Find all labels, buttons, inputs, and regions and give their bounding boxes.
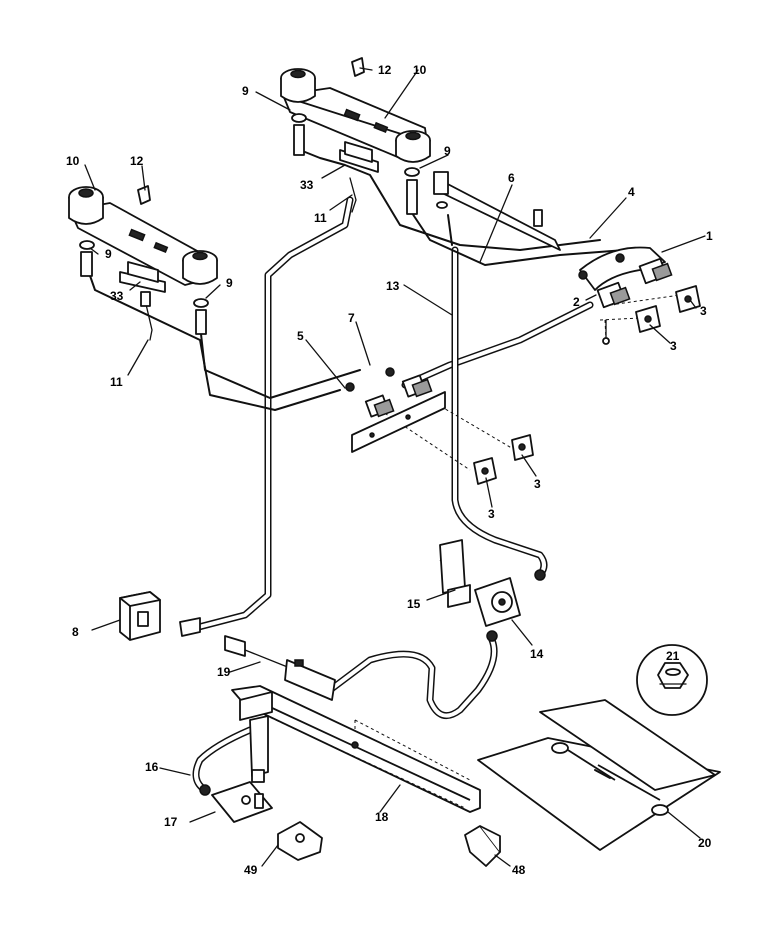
oven-igniter bbox=[224, 635, 336, 701]
callout-33: 33 bbox=[110, 289, 124, 303]
callout-3: 3 bbox=[700, 304, 707, 318]
callout-33: 33 bbox=[300, 178, 314, 192]
callout-13: 13 bbox=[386, 279, 400, 293]
callout-4: 4 bbox=[628, 185, 635, 199]
callout-labels: 12 10 9 9 33 11 10 12 9 9 33 11 6 4 1 2 … bbox=[66, 63, 713, 877]
callout-16: 16 bbox=[145, 760, 159, 774]
callout-3: 3 bbox=[488, 507, 495, 521]
callout-48: 48 bbox=[512, 863, 526, 877]
burner-brackets bbox=[277, 821, 501, 867]
callout-11: 11 bbox=[110, 375, 123, 389]
oven-safety-valve bbox=[199, 781, 273, 823]
callout-5: 5 bbox=[297, 329, 304, 343]
callout-19: 19 bbox=[217, 665, 231, 679]
oven-burner-tube bbox=[231, 685, 481, 813]
callout-12: 12 bbox=[378, 63, 392, 77]
burner-assembly-rear bbox=[280, 57, 431, 215]
callout-9: 9 bbox=[226, 276, 233, 290]
tube-bracket bbox=[179, 617, 201, 637]
spark-module bbox=[119, 591, 161, 641]
oven-thermostat-valve bbox=[439, 539, 546, 642]
callout-17: 17 bbox=[164, 815, 178, 829]
callout-15: 15 bbox=[407, 597, 421, 611]
callout-18: 18 bbox=[375, 810, 389, 824]
callout-12: 12 bbox=[130, 154, 144, 168]
callout-21: 21 bbox=[666, 649, 680, 663]
callout-3: 3 bbox=[670, 339, 677, 353]
callout-11: 11 bbox=[314, 211, 327, 225]
oven-burner-baffle bbox=[477, 699, 721, 851]
callout-8: 8 bbox=[72, 625, 79, 639]
callout-20: 20 bbox=[698, 836, 712, 850]
callout-7: 7 bbox=[348, 311, 355, 325]
callout-3: 3 bbox=[534, 477, 541, 491]
callout-6: 6 bbox=[508, 171, 515, 185]
callout-10: 10 bbox=[66, 154, 80, 168]
callout-2: 2 bbox=[573, 295, 580, 309]
callout-9: 9 bbox=[105, 247, 112, 261]
callout-9: 9 bbox=[444, 144, 451, 158]
gas-tubing bbox=[87, 149, 681, 794]
front-valves bbox=[345, 367, 534, 485]
rear-valves bbox=[433, 171, 701, 345]
callout-14: 14 bbox=[530, 647, 544, 661]
callout-9: 9 bbox=[242, 84, 249, 98]
nut-detail-circle bbox=[636, 644, 708, 716]
callout-10: 10 bbox=[413, 63, 427, 77]
callout-49: 49 bbox=[244, 863, 258, 877]
callout-1: 1 bbox=[706, 229, 713, 243]
leader-lines bbox=[84, 67, 706, 867]
